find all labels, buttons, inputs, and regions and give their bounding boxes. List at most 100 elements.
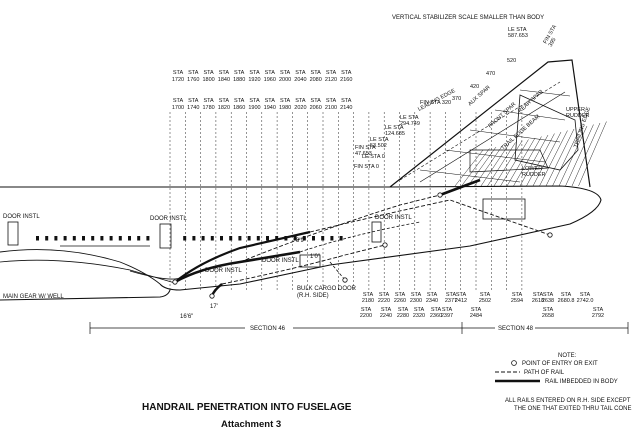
station-label-top: STA [295,70,306,76]
fin-station-label: 420 [470,84,479,90]
station-label-bottom: STA [295,98,306,104]
station-label-top: STA [265,70,276,76]
fin-station-label: FIN STA395 [543,24,564,48]
rail-imbedded-1 [174,250,301,284]
legend-path-label: PATH OF RAIL [524,370,565,376]
window [302,236,306,241]
fin-station-label: 520 [507,58,516,64]
station-label-top: STA [173,70,184,76]
station-label-bottom: STA [326,98,337,104]
station-label-top: 2160 [340,77,352,83]
rail-path-3 [221,244,386,285]
station-label-top: STA [249,70,260,76]
fin-station-label: 470 [486,71,495,77]
station-label-bottom: 2140 [340,105,352,111]
station-grid [169,112,523,292]
fin-hatching [454,121,607,187]
window [63,236,67,241]
window [321,236,325,241]
station-label-bottom: 2060 [310,105,322,111]
section-48-label: SECTION 48 [498,326,534,332]
window [330,236,334,241]
station-label-top: 2080 [310,77,322,83]
entry-exit-points [172,192,553,299]
bulk-cargo-label: BULK CARGO DOOR(R.H. SIDE) [297,286,357,299]
station-label-top: 2000 [279,77,291,83]
window [118,236,122,241]
station-label-bottom: 1940 [264,105,276,111]
station-label-top: STA [219,70,230,76]
window [275,236,279,241]
handrail-paths [174,178,551,297]
rear-spar-label: REAR SPAR [517,89,544,114]
window [36,236,39,241]
station-label-bottom: STA [188,98,199,104]
station-label-top: 1720 [172,77,184,83]
window [256,236,260,241]
dimension-3-9: 3'9" [296,238,306,244]
door-label-5: DOOR INSTL [262,258,299,264]
station-label-top: STA [188,70,199,76]
window [128,236,131,241]
section-46-label: SECTION 46 [250,326,286,332]
station-label-bottom: 2100 [325,105,337,111]
wing-fairing [0,245,181,284]
station-label-top: STA [234,70,245,76]
station-label-top: 1840 [218,77,230,83]
window [146,236,150,241]
station-label-top: 2120 [325,77,337,83]
window [339,236,343,241]
station-label-top: 1760 [187,77,199,83]
window [72,236,76,241]
tail-access-panel [482,198,526,220]
window [183,236,187,241]
dimension-17: 17' [210,304,218,310]
vertical-stabilizer [389,59,591,188]
station-label-top: 1960 [264,77,276,83]
fin-station-label: 370 [452,96,461,102]
window [109,236,113,241]
legend-point-label: POINT OF ENTRY OR EXIT [522,361,598,367]
window [312,236,315,241]
station-label-bottom: STA [311,98,322,104]
rail-imbedded-2 [174,230,311,283]
door-label-4: DOOR INSTL [205,268,242,274]
station-label-top: STA [203,70,214,76]
dimension-1-0: 1'0" [310,254,320,260]
station-label-top: 1800 [202,77,214,83]
station-label-bottom: 2020 [294,105,306,111]
station-label-top: STA [341,70,352,76]
doors [7,198,526,268]
station-label-top: STA [280,70,291,76]
legend-title: NOTE: [558,353,577,359]
station-label-bottom: STA [265,98,276,104]
section-markers [89,322,629,334]
door-2 [159,223,172,249]
window [229,236,233,241]
fin-station-label: LE STA 0 [362,154,385,160]
window [238,236,242,241]
